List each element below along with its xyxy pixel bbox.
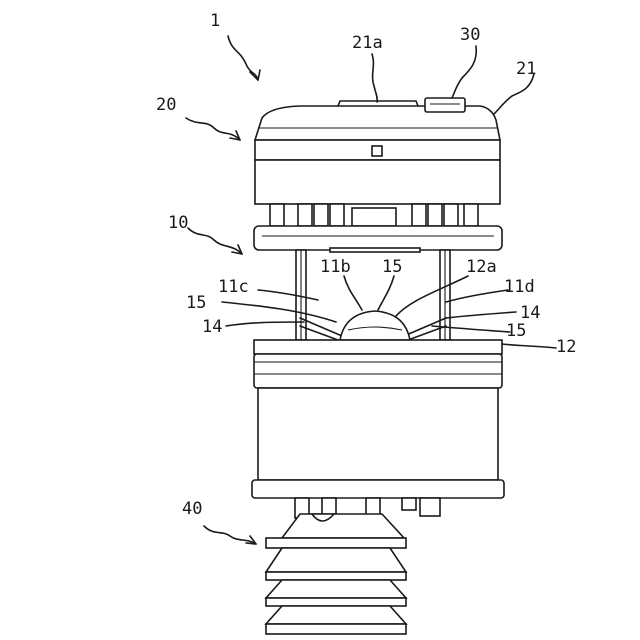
plate-12 xyxy=(254,340,502,354)
top-connectors xyxy=(270,204,478,226)
label-11d: 11d xyxy=(504,277,535,297)
shield-plate-3 xyxy=(266,598,406,606)
label-12: 12 xyxy=(556,337,576,357)
label-14-right: 14 xyxy=(520,303,540,323)
top-body xyxy=(255,160,500,204)
label-1: 1 xyxy=(210,11,220,31)
top-unit-20 xyxy=(255,98,500,226)
top-button-30 xyxy=(425,98,465,112)
shield-plate-2 xyxy=(266,572,406,580)
label-15-left: 15 xyxy=(186,293,206,313)
label-40: 40 xyxy=(182,499,202,519)
label-14-left: 14 xyxy=(202,317,222,337)
label-10: 10 xyxy=(168,213,188,233)
center-dome-15 xyxy=(340,311,410,340)
bottom-ring xyxy=(252,480,504,498)
middle-body xyxy=(258,388,498,480)
upper-plate xyxy=(254,226,502,250)
shield-plate-4 xyxy=(266,624,406,634)
label-15-right: 15 xyxy=(506,321,526,341)
shield-top xyxy=(282,514,404,538)
label-12a: 12a xyxy=(466,257,497,277)
label-11b: 11b xyxy=(320,257,351,277)
label-20: 20 xyxy=(156,95,176,115)
label-30: 30 xyxy=(460,25,480,45)
label-15-center: 15 xyxy=(382,257,402,277)
label-21a: 21a xyxy=(352,33,383,53)
bottom-unit-40 xyxy=(266,498,440,634)
label-11c: 11c xyxy=(218,277,249,297)
label-21: 21 xyxy=(516,59,536,79)
shield-plate-1 xyxy=(266,538,406,548)
